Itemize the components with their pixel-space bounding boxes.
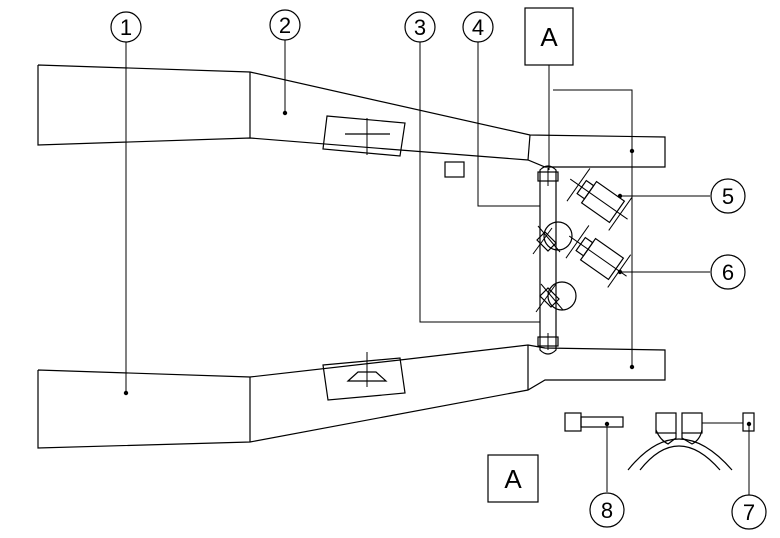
- section-marker: A: [524, 7, 633, 368]
- callout-4: 4: [462, 11, 494, 43]
- callout-1: 1: [110, 11, 142, 43]
- callout-4-label: 4: [472, 15, 484, 40]
- callout-3: 3: [404, 11, 436, 43]
- upper-arm: [37, 64, 666, 178]
- section-marker-label: A: [540, 22, 558, 52]
- callout-8: 8: [589, 492, 625, 528]
- callout-5-label: 5: [722, 184, 734, 209]
- callout-7-label: 7: [743, 500, 755, 525]
- callout-8-label: 8: [601, 498, 613, 523]
- callout-2: 2: [269, 9, 301, 41]
- link-mechanism: [532, 165, 633, 355]
- callout-5: 5: [710, 178, 746, 214]
- leader-lines: [123, 39, 752, 495]
- callout-7: 7: [731, 494, 767, 530]
- callout-2-label: 2: [279, 13, 291, 38]
- callout-3-label: 3: [414, 15, 426, 40]
- callout-1-label: 1: [120, 15, 132, 40]
- lower-arm: [37, 344, 666, 449]
- callout-6-label: 6: [722, 260, 734, 285]
- detail-view-label: A: [504, 464, 522, 494]
- callout-6: 6: [710, 254, 746, 290]
- detail-view-a: A: [487, 412, 755, 503]
